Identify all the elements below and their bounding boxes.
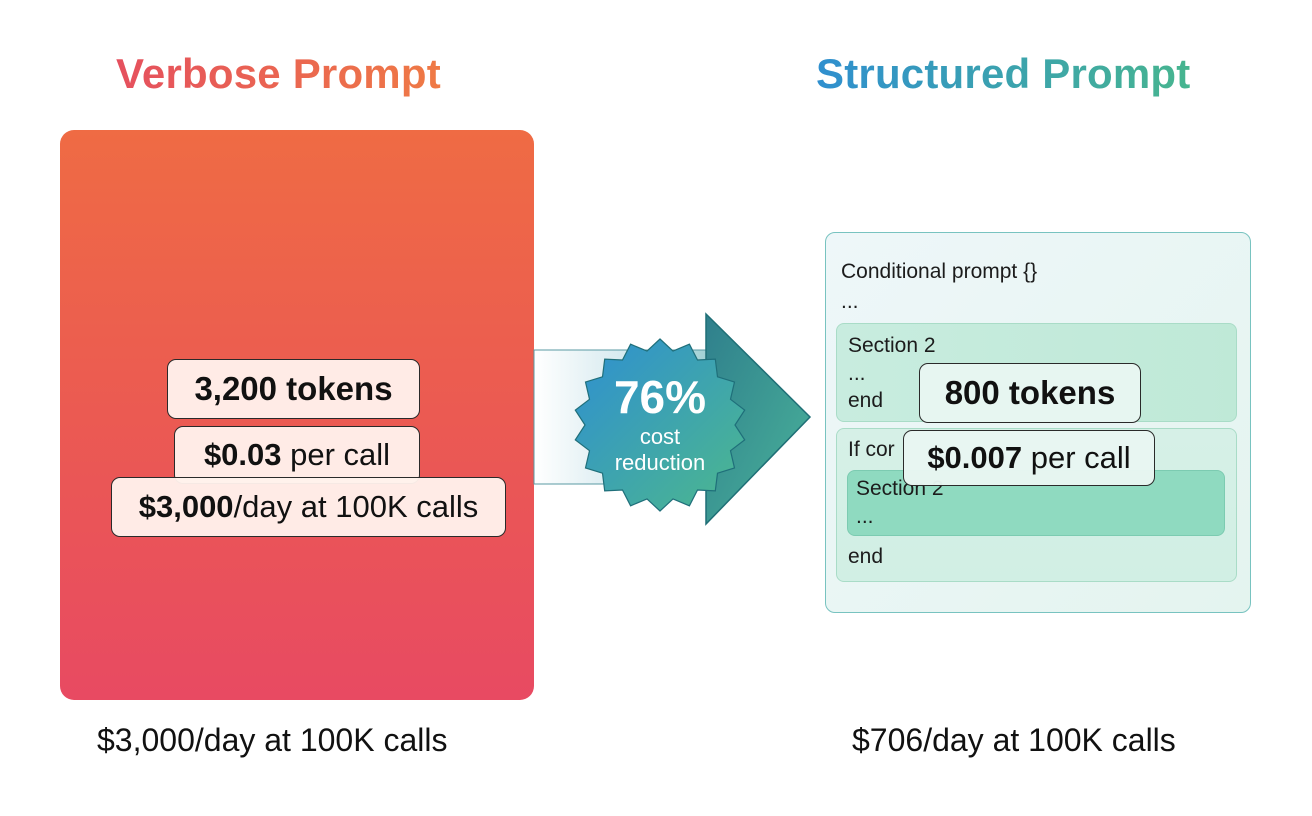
inner-ellipsis: ... [856, 505, 874, 528]
section1-ellipsis: ... [848, 362, 866, 385]
section1-end: end [848, 389, 884, 412]
structured-tokens-text: 800 tokens [944, 374, 1116, 411]
verbose-per-call-label: $0.03 per call [174, 426, 420, 484]
section1-title: Section 2 [848, 334, 936, 357]
structured-daily-cost-footer: $706/day at 100K calls [852, 722, 1176, 758]
section2-end: end [848, 545, 884, 568]
cost-reduction-arrow: 76% cost reduction [533, 312, 812, 526]
structured-tokens-label: 800 tokens [919, 363, 1141, 423]
verbose-daily-suffix: /day at 100K calls [233, 489, 479, 524]
code-ellipsis: ... [841, 290, 859, 313]
verbose-per-call-value: $0.03 [203, 437, 282, 472]
verbose-per-call-suffix: per call [281, 437, 391, 472]
verbose-daily-cost-footer: $3,000/day at 100K calls [97, 722, 448, 758]
verbose-tokens-text: 3,200 tokens [194, 370, 393, 407]
structured-per-call-value: $0.007 [927, 440, 1023, 475]
structured-prompt-title: Structured Prompt [816, 50, 1191, 97]
verbose-prompt-title: Verbose Prompt [116, 50, 441, 97]
section-block-1: Section 2 ... end [836, 323, 1237, 422]
section2-head: If cor [848, 438, 895, 461]
verbose-daily-label: $3,000/day at 100K calls [111, 477, 506, 537]
cost-reduction-badge [574, 338, 746, 512]
cost-reduction-percent: 76% [614, 371, 706, 423]
structured-per-call-label: $0.007 per call [903, 430, 1155, 486]
structured-prompt-block: Conditional prompt {} ... Section 2 ... … [825, 232, 1251, 613]
cost-reduction-line2: reduction [615, 450, 706, 475]
verbose-prompt-block: 3,200 tokens $0.03 per call $3,000/day a… [60, 130, 534, 700]
verbose-daily-value: $3,000 [138, 489, 234, 524]
structured-per-call-suffix: per call [1022, 440, 1131, 475]
code-line-conditional: Conditional prompt {} [841, 260, 1038, 283]
cost-reduction-line1: cost [640, 424, 680, 449]
verbose-tokens-label: 3,200 tokens [167, 359, 420, 419]
